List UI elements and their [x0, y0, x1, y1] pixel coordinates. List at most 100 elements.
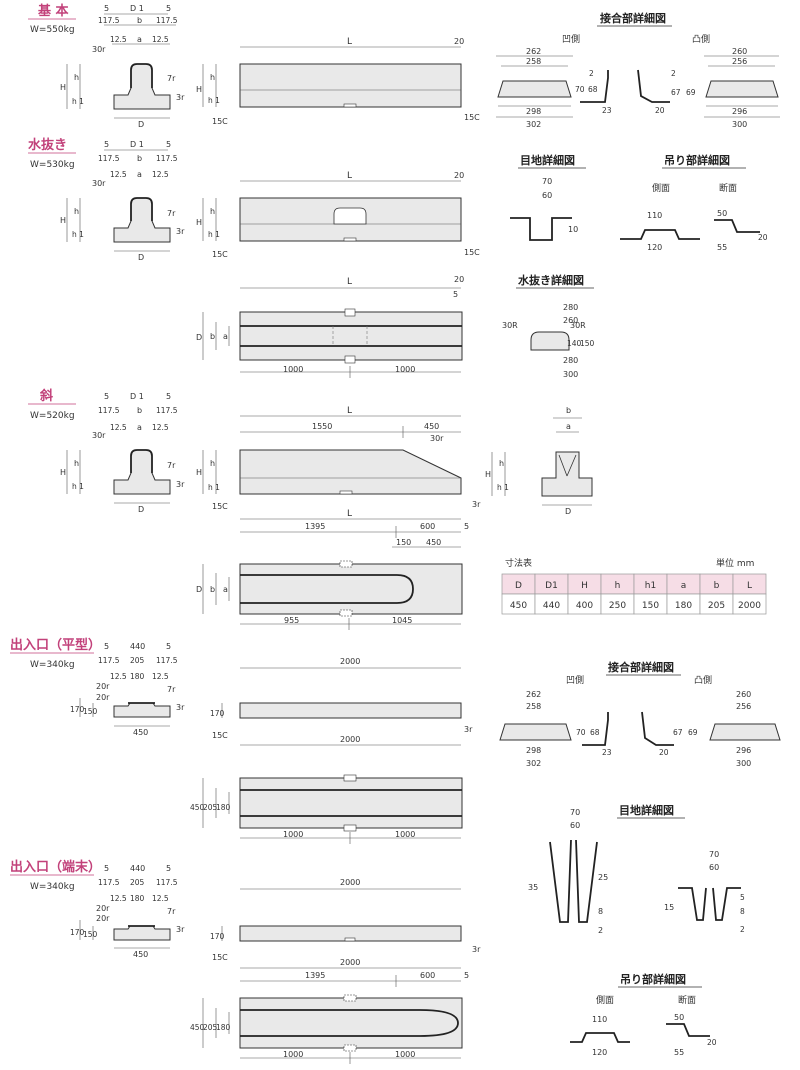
dim-5-left-3: 5: [104, 392, 109, 401]
dim-296: 296: [732, 107, 747, 116]
title-joint-detail: 接合部詳細図: [600, 11, 666, 25]
table-value-label: 250: [609, 601, 626, 611]
section-title-basic: 基 本: [37, 3, 69, 19]
cross-section-drain: [113, 197, 171, 243]
joint-concave-shape: [497, 80, 572, 98]
dim-5-s: 5: [464, 522, 469, 531]
top-view-entrance-flat: [239, 777, 463, 829]
dim-140: 140: [567, 339, 582, 348]
table-header-label: b: [714, 581, 720, 591]
dim-b-3: b: [137, 406, 142, 415]
dim-260: 260: [732, 47, 747, 56]
dim-h1-side-3: h 1: [208, 483, 220, 492]
dim-30R-left: 30R: [502, 321, 518, 330]
dim-L-2: L: [347, 171, 352, 181]
dim-262: 262: [526, 47, 541, 56]
dim-5-right: 5: [166, 4, 171, 13]
dim-600: 600: [420, 522, 435, 531]
dim-2-g2: 2: [740, 925, 745, 934]
dim-2-a: 2: [589, 69, 594, 78]
dim-20: 20: [454, 37, 464, 46]
dim-2000-a: 2000: [340, 657, 360, 666]
dim-b-end: b: [566, 406, 571, 415]
dim-2000-c: 2000: [340, 878, 360, 887]
dim-h-side: h: [210, 73, 215, 82]
dim-300-w: 300: [563, 370, 578, 379]
dim-117-left-3: 117.5: [98, 406, 120, 415]
title-lifting: 吊り部詳細図: [664, 153, 730, 167]
dim-170-side: 170: [210, 709, 225, 718]
dim-70-g: 70: [542, 177, 552, 186]
dim-L-3: L: [347, 277, 352, 287]
dim-5-right-2: 5: [166, 140, 171, 149]
table-header-label: L: [747, 581, 752, 591]
dim-68: 68: [588, 85, 598, 94]
dim-120: 120: [647, 243, 662, 252]
dim-5-g: 5: [740, 893, 745, 902]
dim-30R-right: 30R: [570, 321, 586, 330]
dim-b-2: b: [137, 154, 142, 163]
dim-7r-5: 7r: [167, 907, 176, 916]
lifting-section-shape-2: [666, 1023, 710, 1037]
dim-150-e: 150: [83, 707, 98, 716]
section-entrance-flat: 出入口（平型） W=340kg 5 440 5 117.5 205 117.5 …: [10, 637, 781, 935]
dim-117-left-2: 117.5: [98, 154, 120, 163]
dim-20r-c: 20r: [96, 904, 110, 913]
dim-170-2: 170: [70, 928, 85, 937]
dim-3r: 3r: [176, 93, 185, 102]
dim-256-2: 256: [736, 702, 751, 711]
dim-205-top: 205: [203, 803, 218, 812]
dim-110: 110: [647, 211, 662, 220]
dim-35: 35: [528, 883, 538, 892]
label-convex-2: 凸側: [694, 674, 712, 686]
cross-section-entrance-flat: [113, 702, 171, 718]
dim-3r-2: 3r: [176, 227, 185, 236]
dim-D-2: D: [138, 253, 144, 262]
section-slant: 斜 W=520kg 5 D 1 5 117.5 b 117.5 12.5 a 1…: [28, 388, 767, 630]
label-side-2: 側面: [596, 994, 614, 1006]
dim-15c-right-2: 15C: [464, 248, 480, 257]
dim-60-g3: 60: [709, 863, 719, 872]
dim-955: 955: [284, 616, 299, 625]
dim-h-3: h: [74, 459, 79, 468]
dim-440: 440: [130, 642, 145, 651]
dim-h-end: h: [499, 459, 504, 468]
dim-205-top2: 205: [203, 1023, 218, 1032]
end-view-slant: [541, 451, 593, 497]
cross-section-basic: [113, 63, 171, 110]
section-title-entrance-flat: 出入口（平型）: [10, 637, 101, 653]
top-view-body-slant: [239, 563, 463, 615]
dim-D-top2: D: [196, 585, 202, 594]
dim-7r-3: 7r: [167, 461, 176, 470]
dim-298-2: 298: [526, 746, 541, 755]
dim-3r-e: 3r: [464, 725, 473, 734]
dim-L-4: L: [347, 406, 352, 416]
top-view-drain: L 20 5 D b a 1000 1000 水抜き詳細図 280 260 30…: [196, 273, 595, 379]
dim-67-2: 67: [673, 728, 683, 737]
dim-180-2: 180: [130, 894, 145, 903]
dim-H: H: [60, 83, 66, 92]
dim-2000-b: 2000: [340, 735, 360, 744]
dim-20-j: 20: [655, 106, 665, 115]
dim-170: 170: [70, 705, 85, 714]
dim-1000-a: 1000: [283, 365, 303, 374]
dim-a-2: a: [137, 170, 142, 179]
table-value-cell: [732, 593, 767, 615]
dim-2-g: 2: [598, 926, 603, 935]
title-lifting-2: 吊り部詳細図: [620, 972, 686, 986]
joint-concave-edge-2: [582, 712, 609, 746]
dim-20-j2: 20: [659, 748, 669, 757]
dim-h1-side-2: h 1: [208, 230, 220, 239]
dim-110-2: 110: [592, 1015, 607, 1024]
table-value-label: 440: [543, 601, 560, 611]
title-joint-gap: 目地詳細図: [520, 153, 575, 167]
joint-convex-edge-2: [641, 711, 674, 746]
dim-450-s: 450: [424, 422, 439, 431]
label-concave-2: 凹側: [566, 674, 584, 686]
dim-10: 10: [568, 225, 578, 234]
lifting-section-shape: [714, 219, 760, 233]
dim-125-left-4: 12.5: [110, 672, 127, 681]
table-header-label: a: [681, 581, 687, 591]
weight-drain: W=530kg: [30, 160, 75, 170]
dim-5-3: 5: [453, 290, 458, 299]
